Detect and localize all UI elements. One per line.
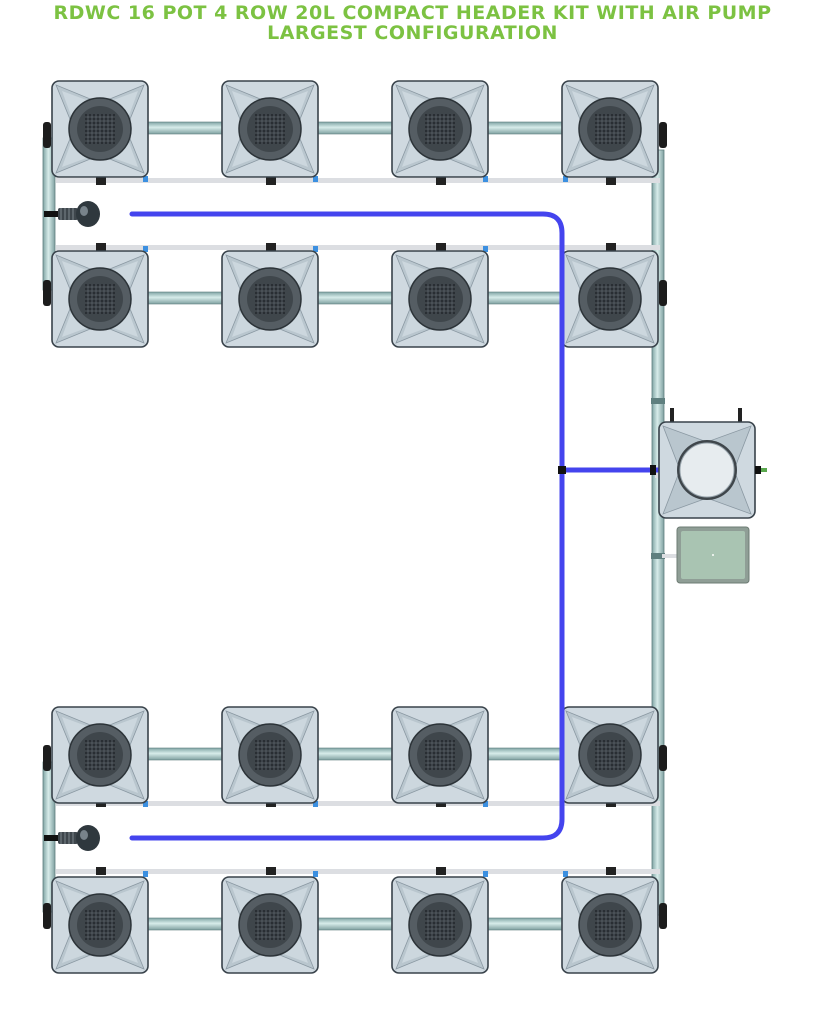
- pot-row3-4: [561, 706, 659, 804]
- pot-row3-3: [391, 706, 489, 804]
- feed-line-clips: [96, 176, 616, 877]
- pot-row4-4: [561, 876, 659, 974]
- right-end-caps: [659, 122, 667, 929]
- air-inlet-fitting: [650, 465, 656, 475]
- pot-row4-3: [391, 876, 489, 974]
- pot-row2-4: [561, 250, 659, 348]
- pot-row2-1: [51, 250, 149, 348]
- pot-row1-2: [221, 80, 319, 178]
- title-line-1: RDWC 16 POT 4 ROW 20L COMPACT HEADER KIT…: [53, 2, 772, 24]
- header-pot-icon: [658, 408, 767, 519]
- pot-row4-1: [51, 876, 149, 974]
- pot-row3-1: [51, 706, 149, 804]
- pot-row1-1: [51, 80, 149, 178]
- air-line: [129, 211, 661, 841]
- pot-row1-4: [561, 80, 659, 178]
- title-line-2: LARGEST CONFIGURATION: [267, 22, 558, 44]
- pot-row3-2: [221, 706, 319, 804]
- pot-row2-2: [221, 250, 319, 348]
- pot-row1-3: [391, 80, 489, 178]
- pot-row2-3: [391, 250, 489, 348]
- row-pipes: [147, 121, 657, 931]
- air-pump-icon: [676, 526, 750, 584]
- pot-row4-2: [221, 876, 319, 974]
- air-tee-fitting: [558, 466, 566, 474]
